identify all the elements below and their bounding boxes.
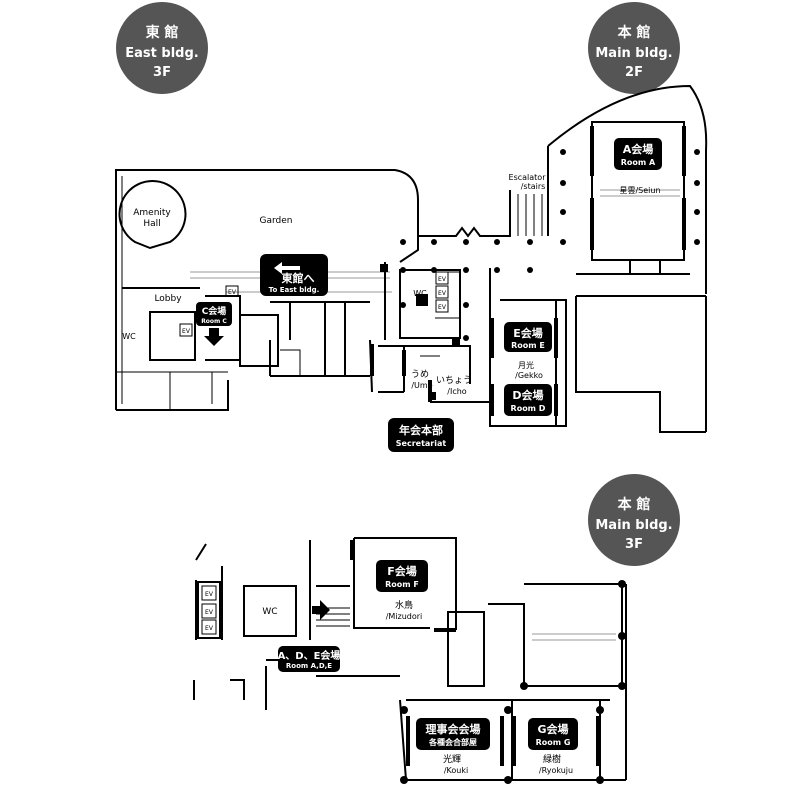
to-east-jp: 東館へ [282, 271, 315, 285]
solid-blocks-upper [380, 264, 460, 400]
wc-label-east: WC [122, 332, 136, 341]
lower-accent-walls [350, 540, 600, 766]
ev-label: EV [228, 289, 237, 296]
ume-jp-label: うめ [411, 369, 429, 380]
icho-en-label: /Icho [447, 387, 467, 396]
ev-label: EV [438, 276, 447, 283]
badge-east-en: East bldg. [125, 46, 198, 61]
left-arrow-icon [274, 262, 300, 274]
lower-labels: WC 水鳥 /Mizudori 光輝 /Kouki 緑樹 /Ryokuju [262, 599, 573, 775]
escalator-label: Escalator [509, 173, 547, 182]
lobby-label: Lobby [154, 294, 182, 304]
secretariat: 年会本部 Secretariat [388, 418, 454, 452]
room-ade-jp: A、D、E会場 [278, 649, 341, 662]
room-f: F会場 Room F [376, 560, 428, 592]
ev-label: EV [182, 328, 191, 335]
ryokuju-en-label: /Ryokuju [539, 766, 573, 775]
room-d: D会場 Room D [504, 384, 552, 416]
room-ade-en: Room A,D,E [286, 662, 332, 670]
wc-label-3f: WC [262, 607, 277, 617]
upper-labels: Amenity Hall Garden Lobby WC WC Escalato… [122, 173, 660, 396]
room-c-jp: C会場 [202, 305, 227, 317]
ev-label: EV [205, 591, 214, 598]
room-a-en: Room A [621, 158, 656, 167]
badge-main-2f: 本 館 Main bldg. 2F [588, 2, 680, 94]
kouki-jp-label: 光輝 [443, 753, 461, 765]
room-g-jp: G会場 [537, 722, 568, 736]
badge-main3-en: Main bldg. [595, 518, 672, 533]
room-e-jp: E会場 [513, 326, 543, 340]
ryokuju-jp-label: 緑樹 [543, 753, 561, 765]
ev-label: EV [205, 609, 214, 616]
badge-east-jp: 東 館 [146, 24, 179, 41]
mizudori-en-label: /Mizudori [386, 612, 423, 621]
to-east-en: To East bldg. [269, 286, 320, 294]
room-board-sub: 各種会合部屋 [428, 737, 477, 747]
room-g-en: Room G [536, 738, 571, 747]
ev-upper-mainbldg: EV EV EV [435, 271, 449, 313]
to-east-bldg-sign: 東館へ To East bldg. [260, 254, 328, 296]
room-e: E会場 Room E [504, 322, 552, 352]
room-c: C会場 Room C [196, 302, 232, 346]
badge-main-3f: 本 館 Main bldg. 3F [588, 474, 680, 566]
upper-accent-walls [370, 126, 686, 416]
columns-lower [400, 580, 626, 784]
badge-east-floor: 3F [153, 65, 171, 80]
room-d-jp: D会場 [512, 388, 543, 402]
room-board-jp: 理事会会場 [426, 722, 481, 736]
badge-main3-jp: 本 館 [618, 496, 651, 513]
icho-jp-label: いちょう [436, 375, 472, 386]
down-arrow-icon [204, 328, 224, 346]
room-ade: A、D、E会場 Room A,D,E [278, 600, 341, 672]
room-g: G会場 Room G [528, 718, 578, 750]
badge-main3-floor: 3F [625, 537, 643, 552]
badge-main2-jp: 本 館 [618, 24, 651, 41]
room-f-jp: F会場 [387, 564, 417, 578]
secretariat-jp: 年会本部 [399, 423, 443, 437]
columns-upper [400, 149, 700, 341]
badge-east-3f: 東 館 East bldg. 3F [116, 2, 208, 94]
wc-label-main: WC [413, 289, 427, 298]
room-f-en: Room F [385, 580, 419, 589]
gekko-en-label: /Gekko [515, 371, 543, 380]
ev-label: EV [438, 304, 447, 311]
gekko-jp-label: 月光 [518, 360, 534, 370]
room-a-jp: A会場 [623, 142, 654, 156]
ume-en-label: /Ume [411, 381, 432, 390]
room-c-en: Room C [201, 318, 227, 325]
ev-label: EV [205, 625, 214, 632]
ev-upper-eastbldg: EV EV [179, 285, 239, 337]
right-arrow-icon [312, 600, 330, 620]
room-board: 理事会会場 各種会合部屋 [416, 718, 490, 750]
secretariat-en: Secretariat [396, 439, 447, 448]
amenity-hall-label-2: Hall [143, 219, 160, 229]
amenity-hall-label-1: Amenity [133, 208, 171, 218]
kouki-en-label: /Kouki [444, 766, 468, 775]
mizudori-jp-label: 水鳥 [395, 599, 413, 611]
garden-label: Garden [260, 216, 293, 226]
room-a: A会場 Room A [614, 138, 662, 170]
stairs-label: /stairs [521, 182, 546, 191]
badge-main2-floor: 2F [625, 65, 643, 80]
seiun-label: 星雲/Seiun [619, 186, 660, 195]
room-d-en: Room D [511, 404, 546, 413]
room-e-en: Room E [511, 341, 545, 350]
ev-lower: EV EV EV [201, 585, 217, 635]
badge-main2-en: Main bldg. [595, 46, 672, 61]
ev-label: EV [438, 290, 447, 297]
